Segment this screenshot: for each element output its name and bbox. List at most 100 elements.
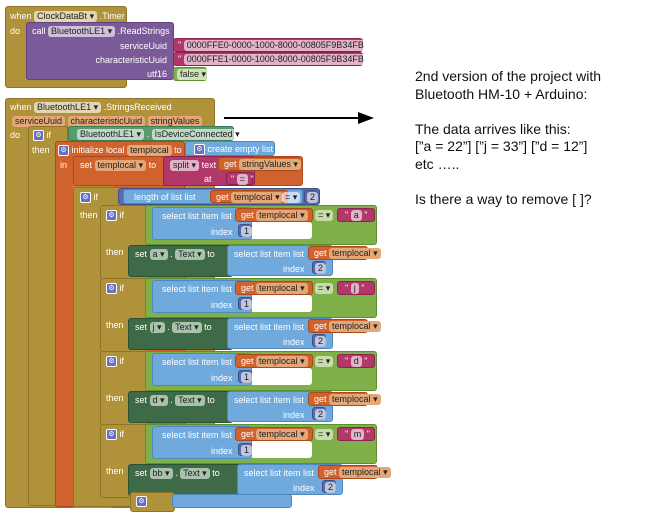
received-header: when BluetoothLE1 ▾ .StringsReceived [10, 102, 172, 113]
note-line: [”a = 22”] [”j = 33”] [”d = 12”] [415, 138, 588, 154]
then-label: then [106, 320, 124, 330]
question-note: 2nd version of the project with Bluetoot… [415, 68, 601, 208]
gear-icon[interactable]: ⚙ [58, 145, 69, 157]
gear-icon[interactable]: ⚙ [106, 356, 117, 368]
equals-dropdown[interactable]: = ▾ [315, 429, 334, 440]
get-templocal-block[interactable]: get templocal ▾ [235, 354, 313, 368]
if-label: ⚙ if [33, 129, 51, 142]
note-line: etc ….. [415, 155, 460, 172]
if-label: ⚙ if [106, 428, 124, 441]
call-header: call BluetoothLE1 ▾ .ReadStrings [32, 26, 170, 37]
when-label: when [10, 11, 32, 21]
initialize-local-header: ⚙ initialize local templocal to [58, 144, 182, 157]
gear-icon[interactable]: ⚙ [33, 130, 44, 142]
do-label: do [10, 26, 21, 36]
number-block[interactable]: 2 [304, 190, 319, 203]
notch [250, 295, 312, 312]
get-templocal-block[interactable]: get templocal ▾ [235, 281, 313, 295]
event-params: serviceUuid characteristicUuid stringVal… [12, 115, 203, 127]
gear-icon[interactable]: ⚙ [80, 192, 91, 204]
service-uuid-string-block[interactable]: " 0000FFE0-0000-1000-8000-00805F9B34FB " [173, 38, 373, 52]
get-templocal-block[interactable]: get templocal ▾ [235, 427, 313, 441]
letter-value[interactable]: a [350, 210, 362, 221]
then-label: then [106, 393, 124, 403]
note-line: Is there a way to remove [ ]? [415, 190, 592, 207]
gear-icon[interactable]: ⚙ [136, 496, 147, 508]
if-label: ⚙ if [106, 282, 124, 295]
get-templocal-block[interactable]: get templocal ▾ [235, 208, 313, 222]
set-text-block[interactable]: set j ▾ . Text ▾ to [128, 318, 233, 350]
set-text-block[interactable]: set a ▾ . Text ▾ to [128, 245, 233, 277]
get-templocal-block[interactable]: get templocal ▾ [318, 465, 391, 479]
note-line: 2nd version of the project with [415, 68, 601, 84]
letter-value[interactable]: j [350, 283, 359, 294]
get-templocal-block[interactable]: get templocal ▾ [308, 246, 381, 260]
equals-dropdown[interactable]: = ▾ [315, 356, 334, 367]
get-string-values-block[interactable]: get stringValues ▾ [218, 157, 301, 171]
index-number-block[interactable]: 1 [238, 370, 253, 383]
characteristic-uuid-label: characteristicUuid [95, 55, 167, 65]
separator-value[interactable]: = [236, 174, 248, 185]
received-component-dropdown[interactable]: BluetoothLE1 ▾ [34, 102, 102, 113]
param-characteristic-uuid[interactable]: characteristicUuid [67, 116, 146, 127]
clock-component-dropdown[interactable]: ClockDataBt ▾ [34, 11, 98, 22]
separator-string-block[interactable]: " = " [226, 172, 254, 185]
service-uuid-label: serviceUuid [119, 41, 167, 51]
characteristic-uuid-string-block[interactable]: " 0000FFE1-0000-1000-8000-00805F9B34FB " [173, 52, 373, 66]
utf16-label: utf16 [146, 69, 167, 79]
get-templocal-block[interactable]: get templocal ▾ [308, 392, 381, 406]
ble-component-dropdown[interactable]: BluetoothLE1 ▾ [48, 26, 116, 37]
note-line [415, 103, 601, 121]
service-uuid-value[interactable]: 0000FFE0-0000-1000-8000-00805F9B34FB [183, 40, 367, 51]
param-service-uuid[interactable]: serviceUuid [12, 116, 66, 127]
set-text-block[interactable]: set d ▾ . Text ▾ to [128, 391, 233, 423]
param-string-values[interactable]: stringValues [147, 116, 203, 127]
index-number-block[interactable]: 2 [322, 480, 337, 493]
note-line [415, 173, 601, 191]
equals-dropdown[interactable]: = ▾ [282, 192, 301, 203]
local-var-name[interactable]: templocal [127, 145, 172, 156]
then-label: then [106, 466, 124, 476]
false-value[interactable]: false [180, 69, 200, 79]
equals-dropdown[interactable]: = ▾ [315, 210, 334, 221]
index-number-block[interactable]: 1 [238, 443, 253, 456]
if-block-partial[interactable]: ⚙ [130, 492, 175, 512]
in-label: in [60, 160, 68, 170]
notch [250, 441, 312, 458]
get-templocal-block[interactable]: get templocal ▾ [308, 319, 381, 333]
letter-string-block[interactable]: " m " [337, 427, 375, 441]
equals-dropdown[interactable]: = ▾ [315, 283, 334, 294]
letter-value[interactable]: d [350, 356, 362, 367]
utf16-false-block[interactable]: false ▾ [173, 67, 210, 81]
create-empty-list-block[interactable]: ⚙ create empty list [185, 141, 275, 156]
gear-icon[interactable]: ⚙ [106, 283, 117, 295]
note-line: Bluetooth HM-10 + Arduino: [415, 85, 588, 102]
then-label: then [32, 145, 50, 155]
letter-string-block[interactable]: " d " [337, 354, 375, 368]
characteristic-uuid-value[interactable]: 0000FFE1-0000-1000-8000-00805F9B34FB [183, 54, 367, 65]
index-number-block[interactable]: 2 [312, 407, 327, 420]
do-label-2: do [10, 130, 21, 140]
letter-value[interactable]: m [350, 429, 365, 440]
notch [250, 222, 312, 239]
arrow-icon [224, 112, 374, 124]
event-name: .Timer [99, 11, 125, 21]
if-label-2: ⚙ if [80, 191, 98, 204]
notch [250, 368, 312, 385]
gear-icon[interactable]: ⚙ [194, 144, 205, 156]
index-number-block[interactable]: 1 [238, 224, 253, 237]
index-number-block[interactable]: 2 [312, 334, 327, 347]
partial-block[interactable] [172, 494, 292, 508]
gear-icon[interactable]: ⚙ [106, 210, 117, 222]
if-label: ⚙ if [106, 209, 124, 222]
index-number-block[interactable]: 2 [312, 261, 327, 274]
get-templocal-block[interactable]: get templocal ▾ [210, 190, 288, 203]
gear-icon[interactable]: ⚙ [106, 429, 117, 441]
letter-string-block[interactable]: " j " [337, 281, 375, 295]
index-number-block[interactable]: 1 [238, 297, 253, 310]
note-line: The data arrives like this: [415, 120, 571, 137]
letter-string-block[interactable]: " a " [337, 208, 375, 222]
then-label: then [106, 247, 124, 257]
is-device-connected-block[interactable]: BluetoothLE1 ▾ . IsDeviceConnected ▾ [68, 126, 243, 141]
if-label: ⚙ if [106, 355, 124, 368]
